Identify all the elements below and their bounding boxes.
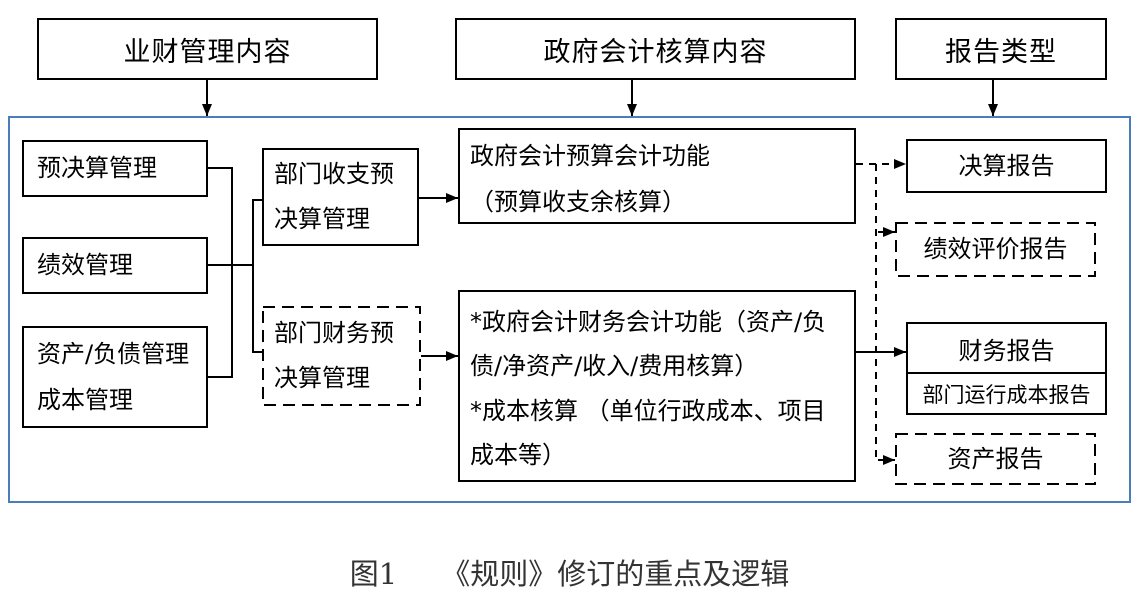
operating-cost-report-cell: 部门运行成本报告 [908, 372, 1105, 413]
asset-liability-cost-management-box: 资产/负债管理 成本管理 [22, 326, 208, 428]
asset-management-label-line-2: 成本管理 [37, 386, 133, 414]
header-government-accounting: 政府会计核算内容 [455, 18, 856, 80]
budget-accounting-label-line-2: （预算收支余核算） [470, 188, 686, 216]
financial-accounting-function-box: *政府会计财务会计功能（资产/负 债/净资产/收入/费用核算） *成本核算 （单… [458, 290, 856, 482]
financial-accounting-label-line-2: 债/净资产/收入/费用核算） [470, 352, 759, 380]
final-accounts-report-box: 决算报告 [906, 139, 1107, 193]
budget-management-box: 预决算管理 [22, 140, 208, 197]
figure-title: 《规则》修订的重点及逻辑 [441, 557, 790, 591]
asset-report-label: 资产报告 [947, 444, 1044, 473]
financial-accounting-label-line-4: 成本等） [470, 441, 566, 469]
dept-finance-box-outline [262, 306, 421, 406]
dept-finance-label-line-2: 决算管理 [274, 364, 370, 392]
performance-eval-report-box-outline [895, 222, 1096, 277]
dept-income-expense-box: 部门收支预 决算管理 [262, 148, 419, 246]
performance-management-box: 绩效管理 [22, 237, 208, 294]
header-report-type: 报告类型 [895, 18, 1107, 80]
dept-income-expense-label-line-2: 决算管理 [274, 205, 370, 233]
content-frame [8, 116, 1131, 503]
header-business-management: 业财管理内容 [37, 18, 378, 80]
budget-management-label: 预决算管理 [37, 154, 157, 182]
header-government-accounting-label: 政府会计核算内容 [543, 36, 768, 68]
performance-management-label: 绩效管理 [37, 251, 133, 279]
financial-accounting-label-line-1: *政府会计财务会计功能（资产/负 [470, 307, 827, 336]
budget-accounting-function-box: 政府会计预算会计功能 （预算收支余核算） [458, 128, 856, 224]
header-business-management-label: 业财管理内容 [123, 36, 292, 68]
asset-management-label-line-1: 资产/负债管理 [37, 340, 190, 368]
performance-eval-report-box: 绩效评价报告 [895, 222, 1096, 277]
performance-eval-report-label: 绩效评价报告 [923, 235, 1068, 263]
financial-report-label: 财务报告 [958, 336, 1055, 365]
dept-income-expense-label-line-1: 部门收支预 [274, 160, 394, 188]
final-accounts-report-label: 决算报告 [958, 151, 1055, 180]
financial-accounting-label-line-3: *成本核算 （单位行政成本、项目 [470, 396, 826, 425]
figure-number: 图1 [349, 557, 398, 591]
financial-report-box: 财务报告 部门运行成本报告 [906, 322, 1107, 415]
asset-report-box: 资产报告 [895, 433, 1096, 485]
operating-cost-report-label: 部门运行成本报告 [922, 382, 1091, 407]
financial-report-title-cell: 财务报告 [908, 324, 1105, 372]
header-report-type-label: 报告类型 [945, 36, 1057, 68]
budget-accounting-label-line-1: 政府会计预算会计功能 [470, 142, 710, 170]
dept-finance-label-line-1: 部门财务预 [274, 319, 394, 347]
asset-report-box-outline [895, 433, 1096, 485]
figure-caption: 图1 《规则》修订的重点及逻辑 [0, 553, 1139, 591]
dept-finance-box: 部门财务预 决算管理 [262, 306, 421, 406]
